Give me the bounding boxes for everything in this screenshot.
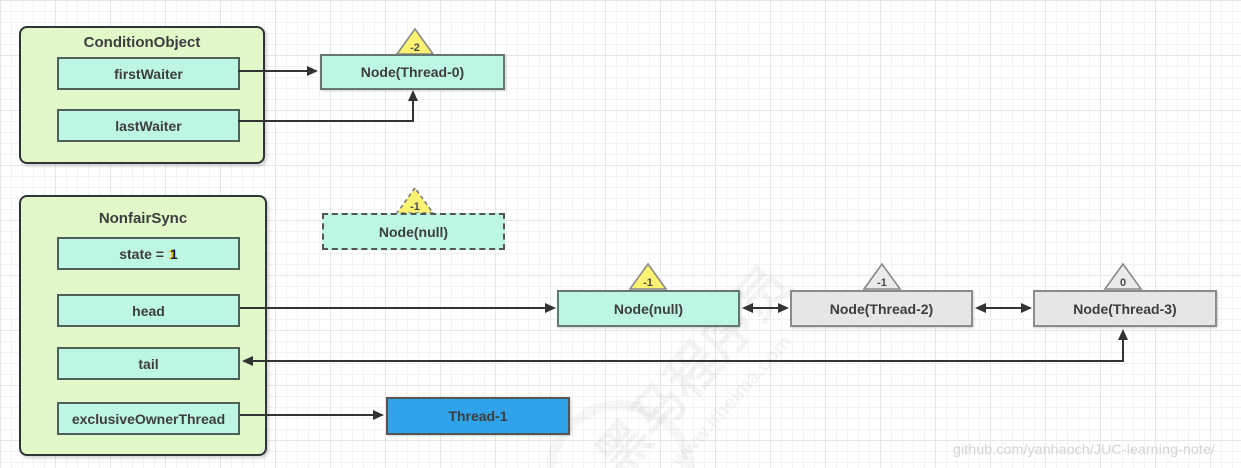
- arrow-firstwaiter-line: [238, 70, 308, 72]
- arrow-tail-up-head: [1118, 329, 1128, 340]
- field-exclusive-owner-thread: exclusiveOwnerThread: [57, 402, 240, 435]
- arrow-prev1-head: [742, 303, 753, 313]
- node-thread3-label: Node(Thread-3): [1073, 300, 1177, 317]
- arrow-link2-line: [984, 307, 1024, 309]
- node-null-head-label: Node(null): [613, 300, 684, 317]
- field-last-waiter-label: lastWaiter: [115, 117, 182, 134]
- arrow-tail-head: [242, 356, 253, 366]
- arrow-head-head: [545, 303, 556, 313]
- nonfair-sync-box: NonfairSync state = 1 head tail exclusiv…: [19, 195, 267, 456]
- field-state: state = 1: [57, 237, 240, 270]
- nonfair-sync-title: NonfairSync: [98, 210, 188, 227]
- wait-status-triangle-thread3: 0: [1103, 262, 1143, 290]
- node-thread2-label: Node(Thread-2): [829, 300, 934, 317]
- wait-status-triangle-thread0: -2: [395, 27, 435, 55]
- wait-status-thread3: 0: [1120, 277, 1126, 289]
- arrow-head-line: [240, 307, 546, 309]
- arrow-link1-line: [751, 307, 780, 309]
- node-thread1: Thread-1: [386, 397, 570, 435]
- wait-status-null-head: -1: [643, 277, 653, 289]
- node-thread0-label: Node(Thread-0): [360, 64, 465, 80]
- arrow-lastwaiter-head: [408, 90, 418, 101]
- arrow-next2-head: [1021, 303, 1032, 313]
- arrow-lastwaiter-line-v: [412, 98, 414, 122]
- arrow-lastwaiter-line-h: [238, 120, 414, 122]
- field-last-waiter: lastWaiter: [57, 109, 240, 142]
- node-thread3: Node(Thread-3): [1033, 290, 1217, 327]
- arrow-owner-line: [240, 414, 374, 416]
- field-first-waiter: firstWaiter: [57, 57, 240, 90]
- arrow-owner-head: [373, 410, 384, 420]
- node-thread2: Node(Thread-2): [790, 290, 973, 327]
- arrow-tail-line-v: [1122, 337, 1124, 362]
- stamp-watermark-url: www.itheima.com: [667, 331, 797, 468]
- wait-status-triangle-null-dashed: -1: [395, 186, 435, 214]
- arrow-next1-head: [778, 303, 789, 313]
- field-first-waiter-label: firstWaiter: [114, 65, 183, 82]
- condition-object-box: ConditionObject firstWaiter lastWaiter: [19, 26, 265, 164]
- field-tail: tail: [57, 347, 240, 380]
- stamp-watermark-text: 黑马程序员: [585, 255, 803, 468]
- field-exclusive-owner-thread-label: exclusiveOwnerThread: [71, 410, 226, 427]
- wait-status-null-dashed: -1: [410, 201, 420, 213]
- wait-status-thread2: -1: [877, 277, 887, 289]
- field-tail-label: tail: [138, 355, 159, 372]
- condition-object-title: ConditionObject: [83, 34, 201, 51]
- field-state-value: 1: [169, 245, 178, 262]
- node-null-dashed-label: Node(null): [378, 223, 449, 240]
- field-head: head: [57, 294, 240, 327]
- wait-status-triangle-null-head: -1: [628, 262, 668, 290]
- node-null-head: Node(null): [557, 290, 740, 327]
- field-head-label: head: [132, 302, 165, 319]
- node-thread0: Node(Thread-0): [320, 54, 505, 90]
- wait-status-thread0: -2: [410, 42, 420, 54]
- arrow-firstwaiter-head: [307, 66, 318, 76]
- node-thread1-label: Thread-1: [448, 408, 508, 424]
- arrow-prev2-head: [975, 303, 986, 313]
- node-null-dashed: Node(null): [322, 213, 505, 250]
- wait-status-triangle-thread2: -1: [862, 262, 902, 290]
- arrow-tail-line-h: [251, 360, 1124, 362]
- corner-watermark: github.com/yanhaoch/JUC-learning-note/: [953, 441, 1216, 457]
- field-state-label: state =: [119, 245, 164, 262]
